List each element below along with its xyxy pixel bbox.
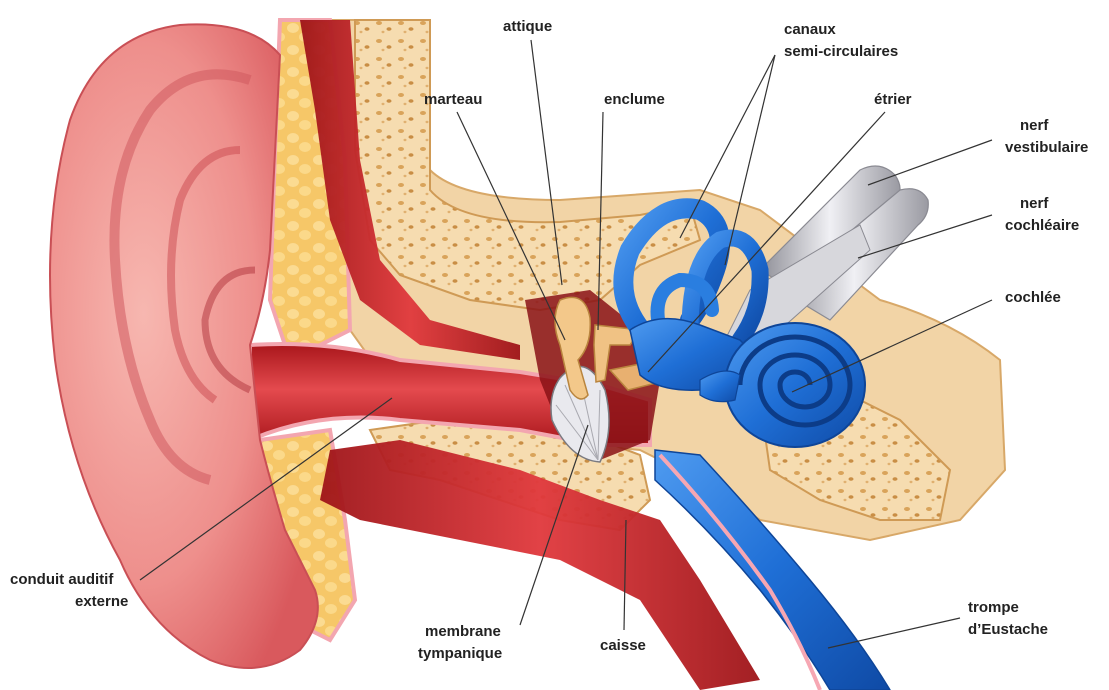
leader-nerf-vestibulaire (868, 140, 992, 185)
label-attique: attique (503, 18, 552, 35)
label-membrane-line2: tympanique (418, 645, 502, 662)
label-canaux-line2: semi-circulaires (784, 43, 898, 60)
label-canaux-line1: canaux (784, 21, 836, 38)
label-nerf-cochleaire-line1: nerf (1020, 195, 1049, 212)
label-nerf-cochleaire-line2: cochléaire (1005, 217, 1079, 234)
label-trompe-line1: trompe (968, 599, 1019, 616)
label-marteau: marteau (424, 91, 482, 108)
label-cochlee: cochlée (1005, 289, 1061, 306)
label-caisse: caisse (600, 637, 646, 654)
label-nerf-vestibulaire-line2: vestibulaire (1005, 139, 1088, 156)
label-conduit-line1: conduit auditif (10, 571, 114, 588)
label-nerf-vestibulaire-line1: nerf (1020, 117, 1049, 134)
label-membrane-line1: membrane (425, 623, 501, 640)
label-trompe-line2: d’Eustache (968, 621, 1048, 638)
label-enclume: enclume (604, 91, 665, 108)
label-etrier: étrier (874, 91, 912, 108)
label-conduit-line2: externe (75, 593, 128, 610)
